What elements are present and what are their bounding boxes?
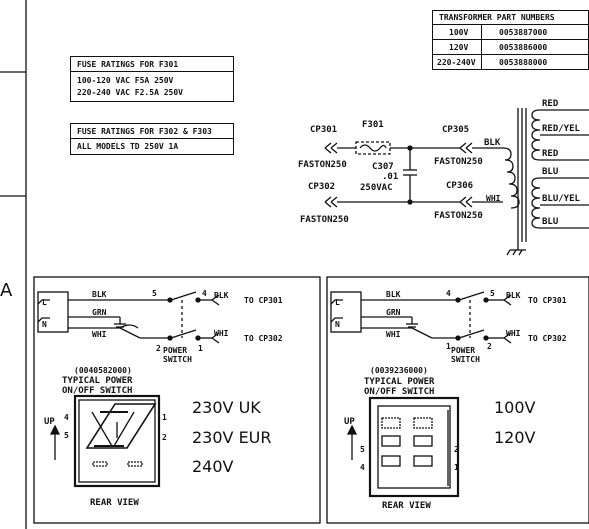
table-part-1: 0053887000: [499, 28, 548, 37]
fuse-f301-title: FUSE RATINGS FOR F301: [77, 60, 179, 69]
tap-label-4: BLU: [542, 167, 559, 177]
label-faston-1: FASTON250: [298, 160, 347, 170]
label-cp302: CP302: [308, 182, 336, 192]
right-whi: WHI: [386, 330, 401, 339]
left-whi: WHI: [92, 330, 107, 339]
left-blk: BLK: [92, 290, 107, 299]
left-s5: 5: [64, 431, 69, 440]
left-s2: 2: [162, 433, 167, 442]
right-blk: BLK: [386, 290, 401, 299]
transformer-part-table: TRANSFORMER PART NUMBERS 100V 0053887000…: [432, 10, 589, 70]
right-voltage-2: 120V: [494, 428, 536, 447]
fuse-f301-line2: 220-240 VAC F2.5A 250V: [77, 88, 183, 97]
left-n2: 2: [156, 344, 161, 353]
right-grn: GRN: [386, 308, 401, 317]
fuse-f302-line1: ALL MODELS TD 250V 1A: [77, 142, 179, 151]
left-blk-out: BLK: [214, 291, 229, 300]
left-rear-view: REAR VIEW: [90, 498, 139, 508]
right-whi-out: WHI: [506, 329, 521, 338]
label-cp305: CP305: [442, 125, 470, 135]
right-power: POWER: [451, 346, 476, 355]
right-s2: 2: [454, 445, 459, 454]
right-part-number: (0039236000): [370, 366, 428, 375]
tap-label-5: BLU/YEL: [542, 194, 580, 204]
transformer-table-header: TRANSFORMER PART NUMBERS: [439, 13, 555, 22]
label-faston-2: FASTON250: [434, 157, 483, 167]
left-power: POWER: [163, 346, 188, 355]
table-part-3: 0053888000: [499, 58, 548, 67]
right-up: UP: [344, 417, 355, 427]
label-cap-voltage: 250VAC: [360, 183, 393, 193]
left-n4: 4: [202, 289, 207, 298]
tap-label-3: RED: [542, 149, 559, 159]
left-n5: 5: [152, 289, 157, 298]
right-to-cp301: TO CP301: [528, 296, 567, 305]
left-n: N: [42, 320, 47, 329]
right-s1: 1: [454, 463, 459, 472]
right-to-cp302: TO CP302: [528, 334, 567, 343]
left-to-cp301: TO CP301: [244, 296, 283, 305]
right-n2: 2: [487, 342, 492, 351]
label-cp301: CP301: [310, 125, 338, 135]
left-whi-out: WHI: [214, 329, 229, 338]
right-s4: 4: [360, 463, 365, 472]
right-typical-2: ON/OFF SWITCH: [364, 387, 435, 397]
tap-label-1: RED: [542, 99, 559, 109]
tap-label-2: RED/YEL: [542, 124, 580, 134]
fuse-f301-box: FUSE RATINGS FOR F301 100-120 VAC F5A 25…: [70, 56, 234, 102]
right-switch: SWITCH: [451, 355, 480, 364]
tap-label-6: BLU: [542, 217, 559, 227]
label-c307: C307: [372, 162, 394, 172]
right-s5: 5: [360, 445, 365, 454]
left-voltage-2: 230V EUR: [192, 428, 272, 447]
left-l: L: [42, 298, 47, 307]
left-grn: GRN: [92, 308, 107, 317]
left-s1: 1: [162, 413, 167, 422]
right-l: L: [335, 298, 340, 307]
left-n1: 1: [198, 344, 203, 353]
label-cap-value: .01: [382, 172, 399, 182]
right-voltage-1: 100V: [494, 398, 536, 417]
right-typical-1: TYPICAL POWER: [364, 377, 435, 387]
left-voltage-1: 230V UK: [192, 398, 261, 417]
label-cp306: CP306: [446, 181, 474, 191]
left-part-number: (0040582000): [74, 366, 132, 375]
table-voltage-2: 120V: [449, 43, 469, 52]
label-whi: WHI: [486, 194, 501, 203]
label-faston-3: FASTON250: [300, 215, 349, 225]
right-blk-out: BLK: [506, 291, 521, 300]
fuse-f301-line1: 100-120 VAC F5A 250V: [77, 76, 174, 85]
right-n5: 5: [490, 289, 495, 298]
fuse-f302-box: FUSE RATINGS FOR F302 & F303 ALL MODELS …: [70, 123, 234, 155]
left-s4: 4: [64, 413, 69, 422]
right-n: N: [335, 320, 340, 329]
left-typical-1: TYPICAL POWER: [62, 376, 133, 386]
right-n4: 4: [446, 289, 451, 298]
right-n1: 1: [446, 342, 451, 351]
table-part-2: 0053886000: [499, 43, 548, 52]
left-voltage-3: 240V: [192, 457, 234, 476]
table-voltage-3: 220-240V: [437, 58, 476, 67]
label-blk: BLK: [484, 138, 501, 148]
margin-letter: A: [0, 280, 13, 301]
left-up: UP: [44, 417, 55, 427]
table-voltage-1: 100V: [449, 28, 469, 37]
left-typical-2: ON/OFF SWITCH: [62, 386, 133, 396]
right-rear-view: REAR VIEW: [382, 501, 431, 511]
label-f301: F301: [362, 120, 384, 130]
fuse-f302-title: FUSE RATINGS FOR F302 & F303: [77, 127, 212, 136]
label-faston-4: FASTON250: [434, 211, 483, 221]
left-to-cp302: TO CP302: [244, 334, 283, 343]
left-switch: SWITCH: [163, 355, 192, 364]
